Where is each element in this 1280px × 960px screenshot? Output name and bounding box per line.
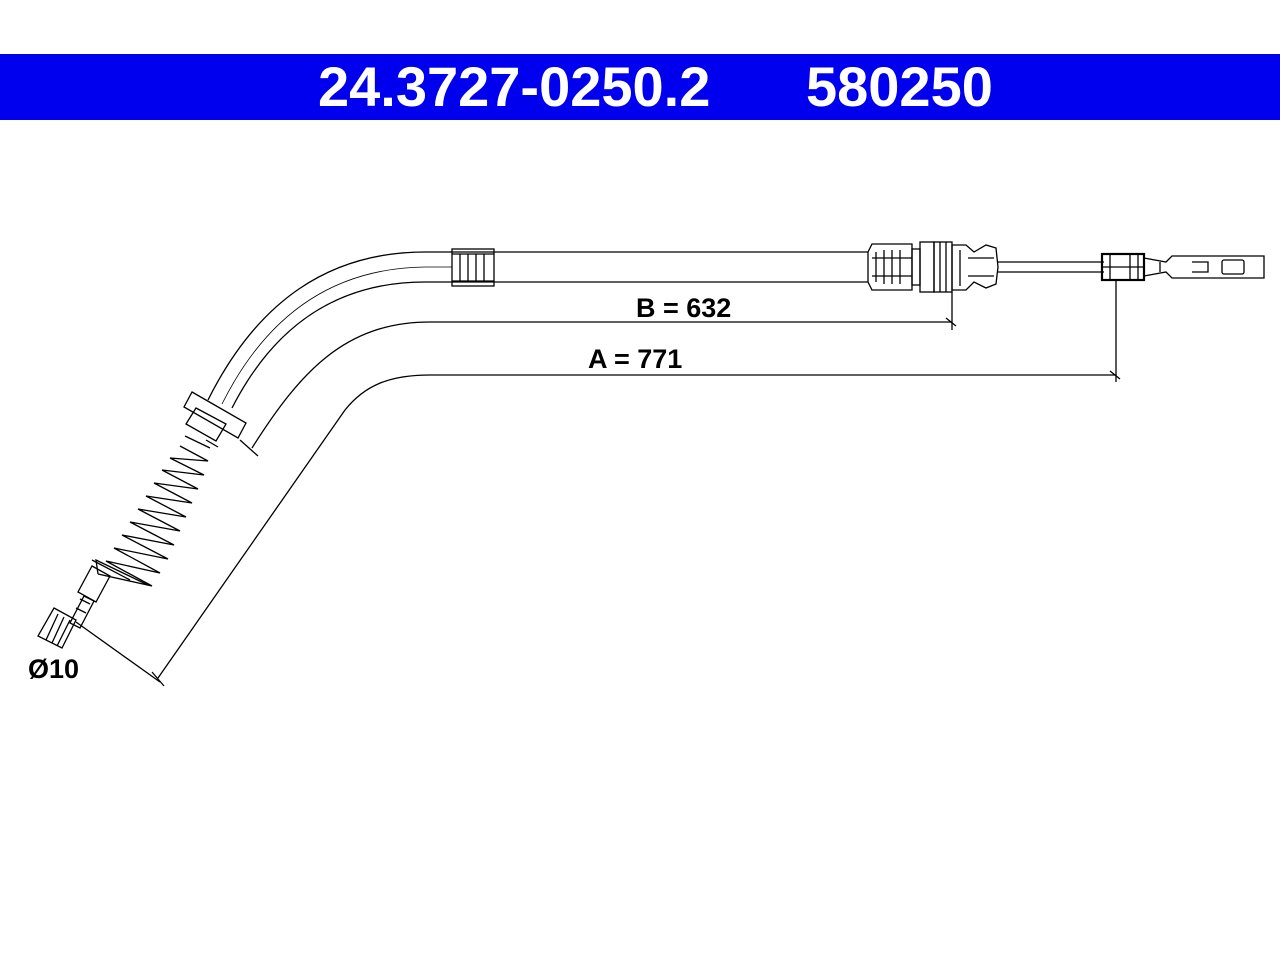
end-fitting-tube [69, 565, 111, 629]
dimension-b [239, 292, 957, 457]
dimension-b-label: B = 632 [636, 293, 731, 323]
sheath-flange [183, 391, 247, 442]
sheath-end-fitting [867, 241, 999, 293]
dimension-a-label: A = 771 [588, 344, 682, 374]
sheath-centerline [221, 266, 452, 405]
inner-cable [998, 261, 1104, 273]
title-bar [0, 54, 1280, 120]
sheath-outline-top [207, 251, 868, 401]
cable-nipple [37, 607, 77, 649]
reference-number: 580250 [806, 55, 993, 118]
sheath-outline-bottom [231, 281, 868, 409]
sheath-ferrule [451, 248, 495, 287]
nipple-extension-line [75, 621, 161, 683]
dimension-a [151, 280, 1121, 687]
part-number: 24.3727-0250.2 [318, 55, 711, 118]
bellows-boot [91, 435, 219, 587]
clevis-end [1100, 252, 1265, 282]
diameter-label: Ø10 [28, 654, 79, 684]
